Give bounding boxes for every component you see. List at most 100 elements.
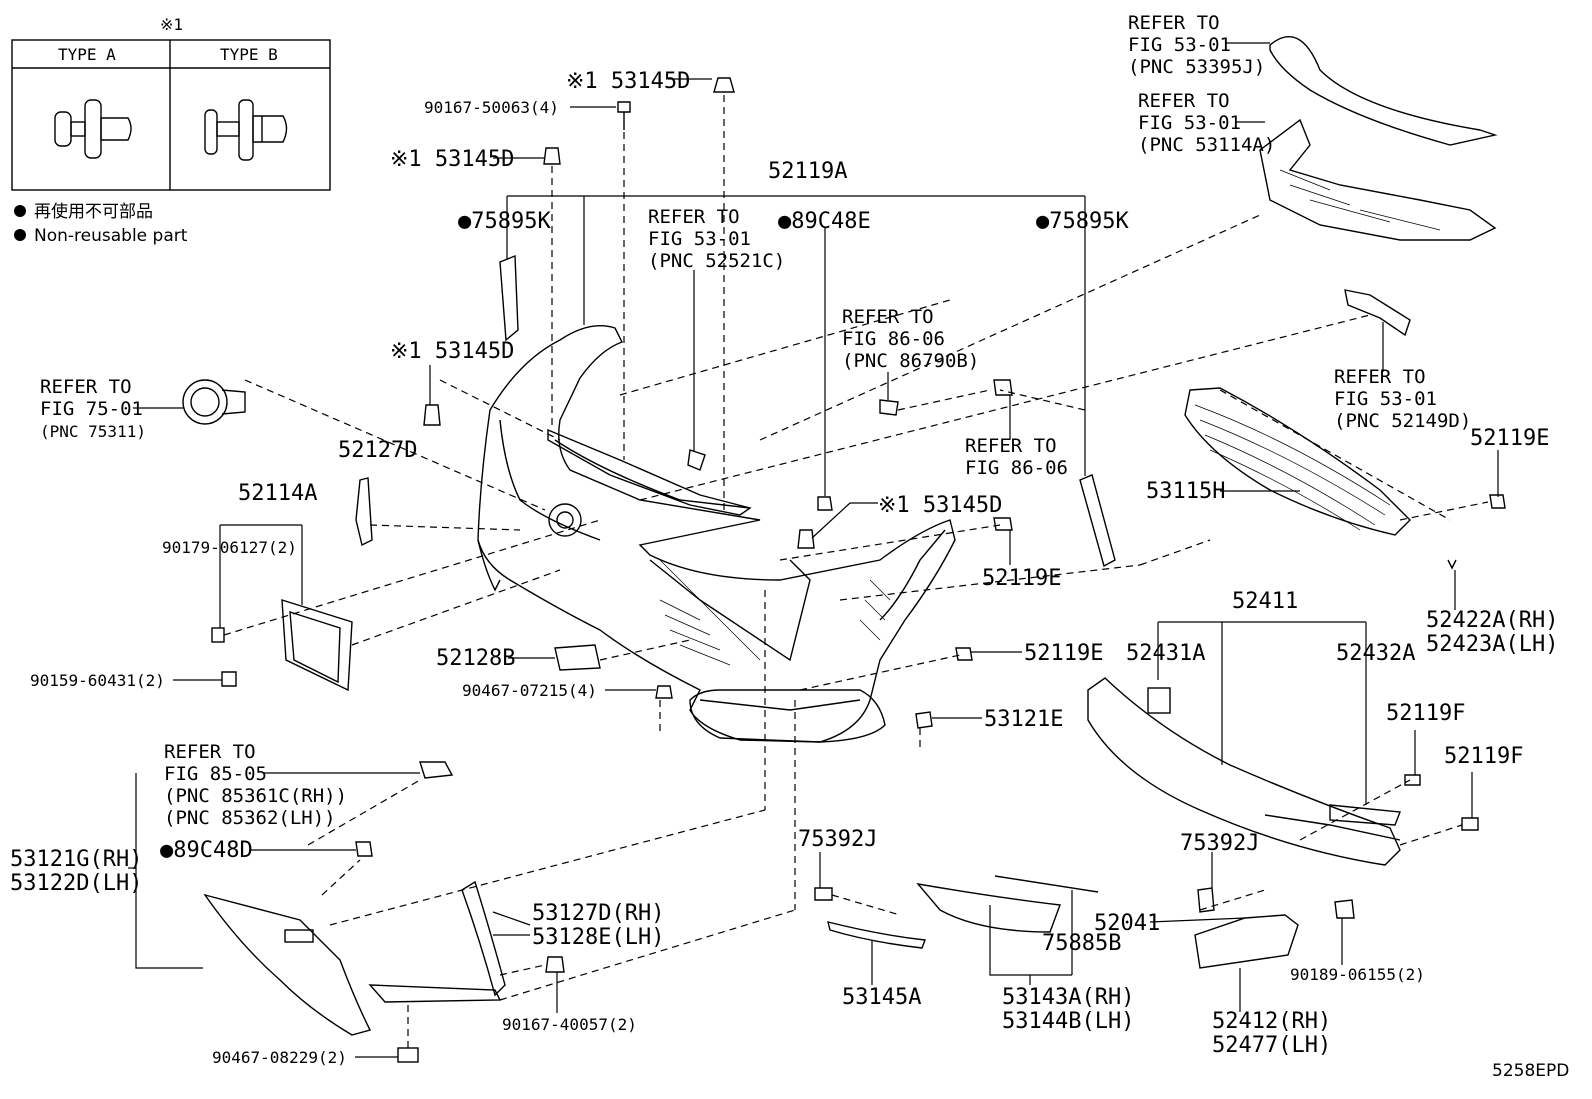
non-reusable-dot-icon <box>14 229 26 241</box>
label-53121g: 53121G(RH) <box>10 847 142 872</box>
garnish-53121g-drawing <box>203 893 372 1036</box>
label-53145d-mid: ※1 53145D <box>390 147 514 172</box>
molding-75885b-drawing <box>994 875 1099 893</box>
ref-53395j-line1: REFER TO <box>1128 12 1220 34</box>
label-53127d: 53127D(RH) <box>532 901 664 926</box>
legend-type-b: TYPE B <box>220 45 278 64</box>
label-52477: 52477(LH) <box>1212 1033 1331 1058</box>
label-52041: 52041 <box>1094 911 1160 936</box>
legend-mark: ※1 <box>160 15 183 34</box>
ref-53395j-line3: (PNC 53395J) <box>1128 56 1265 78</box>
ref-86-06-line1: REFER TO <box>965 435 1057 457</box>
ref-52149d-line1: REFER TO <box>1334 366 1426 388</box>
label-75392j-left: 75392J <box>798 827 877 852</box>
ref-86790b-line3: (PNC 86790B) <box>842 350 979 372</box>
ref-52149d-line2: FIG 53-01 <box>1334 388 1437 410</box>
clip-type-b-icon <box>204 99 288 161</box>
ref-86-06-line2: FIG 86-06 <box>965 457 1068 479</box>
legend-note-en: Non-reusable part <box>34 226 188 246</box>
label-53144b: 53144B(LH) <box>1002 1009 1134 1034</box>
label-53145a: 53145A <box>842 985 921 1010</box>
license-bracket-drawing <box>281 599 353 692</box>
label-89c48d: ●89C48D <box>160 838 253 863</box>
label-90189-06155: 90189-06155(2) <box>1290 965 1425 984</box>
bumper-cover-drawing <box>477 325 956 743</box>
ref-52521c-line1: REFER TO <box>648 206 740 228</box>
bracket-52127d-drawing <box>355 477 373 547</box>
ref-53395j-line2: FIG 53-01 <box>1128 34 1231 56</box>
ref-53114a-line2: FIG 53-01 <box>1138 112 1241 134</box>
molding-53145a-drawing <box>827 921 926 949</box>
label-90179-06127: 90179-06127(2) <box>162 538 297 557</box>
ref-75311-line3: (PNC 75311) <box>40 422 146 441</box>
legend-type-a: TYPE A <box>58 45 116 64</box>
ref-75311-line1: REFER TO <box>40 376 132 398</box>
ref-53114a-line3: (PNC 53114A) <box>1138 134 1275 156</box>
ref-86790b-line2: FIG 86-06 <box>842 328 945 350</box>
cover-52128b-drawing <box>554 644 601 671</box>
ref-52521c-line3: (PNC 52521C) <box>648 250 785 272</box>
figure-code: 5258EPD <box>1492 1061 1569 1081</box>
label-52412: 52412(RH) <box>1212 1009 1331 1034</box>
lower-spoiler-52411-drawing <box>1087 677 1401 866</box>
label-52119e-right: 52119E <box>1470 426 1549 451</box>
label-53115h: 53115H <box>1146 479 1225 504</box>
fog-lamp-drawing <box>182 379 246 425</box>
ref-75311-line2: FIG 75-01 <box>40 398 143 420</box>
label-52119e-lower: 52119E <box>1024 641 1103 666</box>
part-labels: ※1 53145D 90167-50063(4) ※1 53145D 52119… <box>10 12 1569 1081</box>
label-90167-40057: 90167-40057(2) <box>502 1015 637 1034</box>
label-52119f-2: 52119F <box>1444 744 1523 769</box>
ref-85-05-line3: (PNC 85361C(RH)) <box>164 785 347 807</box>
label-52431a: 52431A <box>1126 641 1205 666</box>
label-90167-50063: 90167-50063(4) <box>424 98 559 117</box>
lower-grille-drawing <box>689 689 886 743</box>
ref-52521c-line2: FIG 53-01 <box>648 228 751 250</box>
label-52423a: 52423A(LH) <box>1426 632 1558 657</box>
label-52119a: 52119A <box>768 159 847 184</box>
legend-box: ※1 TYPE A TYPE B 再使用不可部品 Non-reusable pa… <box>11 15 331 246</box>
clip-type-a-icon <box>54 99 132 159</box>
ref-85-05-line1: REFER TO <box>164 741 256 763</box>
ref-86790b-line1: REFER TO <box>842 306 934 328</box>
label-52422a: 52422A(RH) <box>1426 608 1558 633</box>
ref-53114a-line1: REFER TO <box>1138 90 1230 112</box>
ref-85-05-line2: FIG 85-05 <box>164 763 267 785</box>
label-53122d: 53122D(LH) <box>10 871 142 896</box>
bracket-52149d-drawing <box>1344 289 1411 337</box>
label-75895k-left: ●75895K <box>458 209 551 234</box>
grille-53115h-drawing <box>1184 387 1411 536</box>
label-53145d-top: ※1 53145D <box>566 69 690 94</box>
assembly-dashed-lines <box>223 95 1489 1048</box>
ref-52149d-line3: (PNC 52149D) <box>1334 410 1471 432</box>
label-53145d-left: ※1 53145D <box>390 339 514 364</box>
label-53145d-center: ※1 53145D <box>878 493 1002 518</box>
molding-53127d-drawing <box>461 880 506 997</box>
label-53128e: 53128E(LH) <box>532 925 664 950</box>
extension-52412-drawing <box>1194 914 1299 969</box>
ref-85-05-line4: (PNC 85362(LH)) <box>164 807 336 829</box>
strip-left-drawing <box>499 254 519 342</box>
label-52119e-center: 52119E <box>982 566 1061 591</box>
non-reusable-dot-icon <box>14 205 26 217</box>
label-90467-07215: 90467-07215(4) <box>462 681 597 700</box>
label-52411: 52411 <box>1232 589 1298 614</box>
garnish-53143a-drawing <box>916 882 1061 933</box>
legend-note-jp: 再使用不可部品 <box>34 201 153 222</box>
label-75392j-right: 75392J <box>1180 831 1259 856</box>
label-53121e: 53121E <box>984 707 1063 732</box>
label-52128b: 52128B <box>436 646 515 671</box>
label-52432a: 52432A <box>1336 641 1415 666</box>
strip-right-drawing <box>1079 474 1116 568</box>
label-75885b: 75885B <box>1042 931 1121 956</box>
label-90159-60431: 90159-60431(2) <box>30 671 165 690</box>
label-75895k-right: ●75895K <box>1036 209 1129 234</box>
support-53114a-drawing <box>1259 118 1497 241</box>
label-53143a: 53143A(RH) <box>1002 985 1134 1010</box>
label-52127d: 52127D <box>338 438 417 463</box>
upper-molding-drawing <box>547 428 752 516</box>
label-52119f-1: 52119F <box>1386 701 1465 726</box>
leader-lines <box>128 42 1499 1058</box>
label-90467-08229: 90467-08229(2) <box>212 1048 347 1067</box>
